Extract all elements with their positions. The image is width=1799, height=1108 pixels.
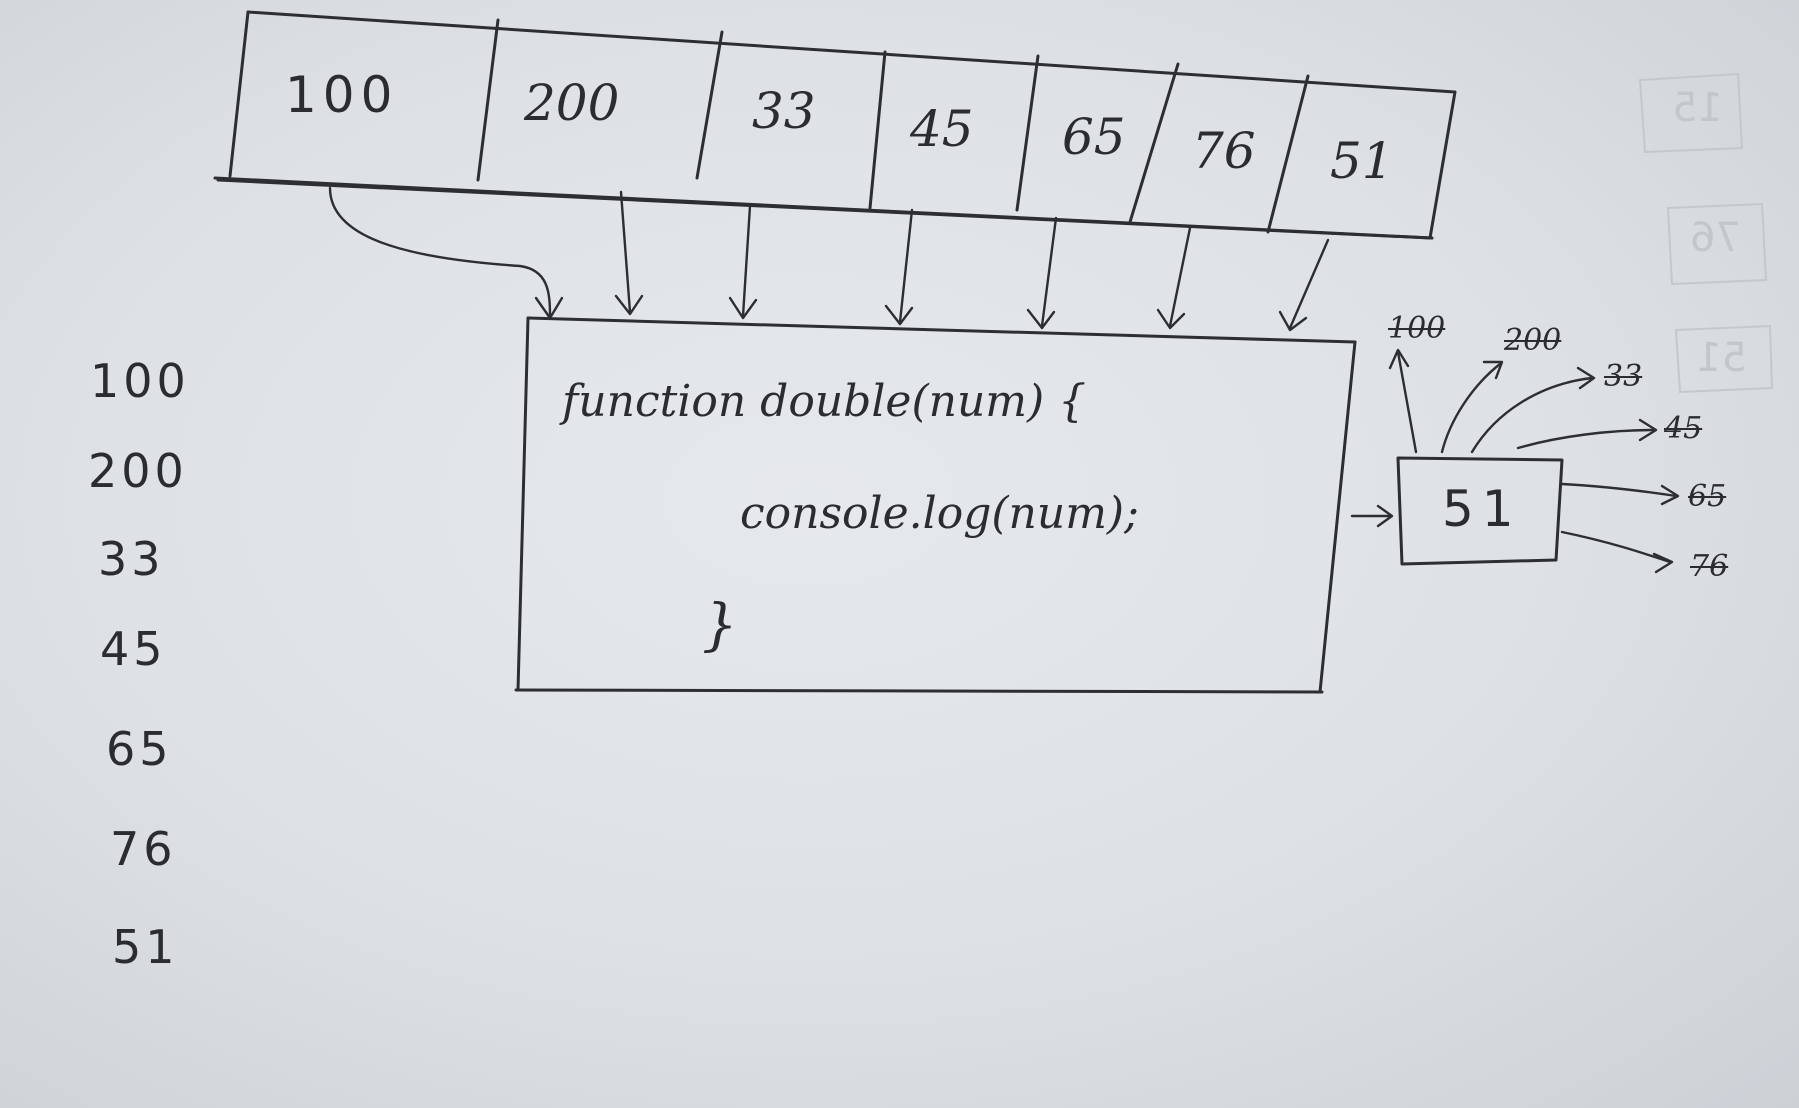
arrow: [619, 190, 632, 314]
arrow: [1516, 428, 1656, 450]
cell-divider: [1128, 62, 1180, 224]
arrowhead: [1376, 504, 1394, 528]
ghost-box: [1674, 324, 1774, 394]
array-cell-value: 51: [1330, 132, 1394, 190]
function-box-top: [526, 316, 1357, 344]
arrow: [1040, 216, 1058, 328]
arrowhead: [1652, 552, 1674, 574]
function-body: console.log(num);: [740, 488, 1139, 539]
function-box-left: [516, 316, 530, 692]
previous-value: 45: [1664, 411, 1703, 446]
arrow: [1560, 482, 1678, 498]
arrowhead: [1576, 366, 1596, 390]
function-box-right: [1318, 340, 1357, 694]
arrowhead: [1278, 310, 1308, 332]
output-value: 33: [98, 532, 165, 586]
array-box-left: [228, 10, 250, 178]
function-signature: function double(num) {: [562, 376, 1087, 427]
output-value: 200: [88, 444, 188, 498]
output-value: 65: [106, 722, 173, 776]
arrowhead: [1660, 484, 1680, 506]
value-box-outline: [1396, 456, 1564, 566]
ghost-box: [1638, 72, 1744, 154]
arrowhead: [884, 304, 914, 326]
previous-value: 33: [1604, 359, 1643, 394]
ghost-box: [1666, 202, 1768, 286]
function-box-bottom: [514, 688, 1324, 694]
cell-divider: [868, 50, 887, 210]
arrowhead: [1388, 348, 1410, 370]
arrowhead: [1156, 308, 1186, 330]
array-cell-value: 65: [1062, 108, 1126, 166]
arrow: [741, 204, 752, 318]
arrowhead: [728, 296, 758, 320]
arrow: [1470, 376, 1594, 454]
cell-divider: [476, 18, 500, 182]
arrow: [1560, 530, 1672, 564]
array-box-bottom: [213, 176, 1434, 240]
output-value: 45: [100, 622, 167, 676]
arrow: [1168, 226, 1192, 328]
output-value: 100: [90, 354, 190, 408]
array-cell-value: 33: [752, 82, 816, 140]
previous-value: 65: [1688, 479, 1727, 514]
cell-divider: [1266, 74, 1310, 234]
output-value: 51: [112, 920, 179, 974]
array-cell-value: 100: [285, 66, 399, 124]
previous-value: 200: [1504, 323, 1562, 358]
function-closing-brace: }: [702, 593, 738, 658]
arrowhead: [1638, 418, 1658, 442]
array-box-outline: [216, 10, 1457, 240]
arrow: [328, 186, 552, 318]
arrowhead: [614, 294, 644, 316]
arrow: [1440, 362, 1502, 454]
cell-divider: [695, 30, 724, 180]
cell-divider: [1015, 54, 1040, 212]
array-cell-value: 200: [524, 74, 620, 132]
arrowhead: [1026, 308, 1056, 330]
previous-value: 76: [1690, 549, 1729, 584]
arrow: [1288, 238, 1330, 330]
array-cell-value: 76: [1192, 122, 1256, 180]
arrow: [1396, 350, 1418, 454]
output-value: 76: [110, 822, 177, 876]
array-cell-value: 45: [910, 100, 974, 158]
arrowhead: [1482, 360, 1504, 380]
previous-value: 100: [1388, 311, 1446, 346]
current-value: 51: [1442, 480, 1522, 538]
arrow: [898, 208, 914, 324]
